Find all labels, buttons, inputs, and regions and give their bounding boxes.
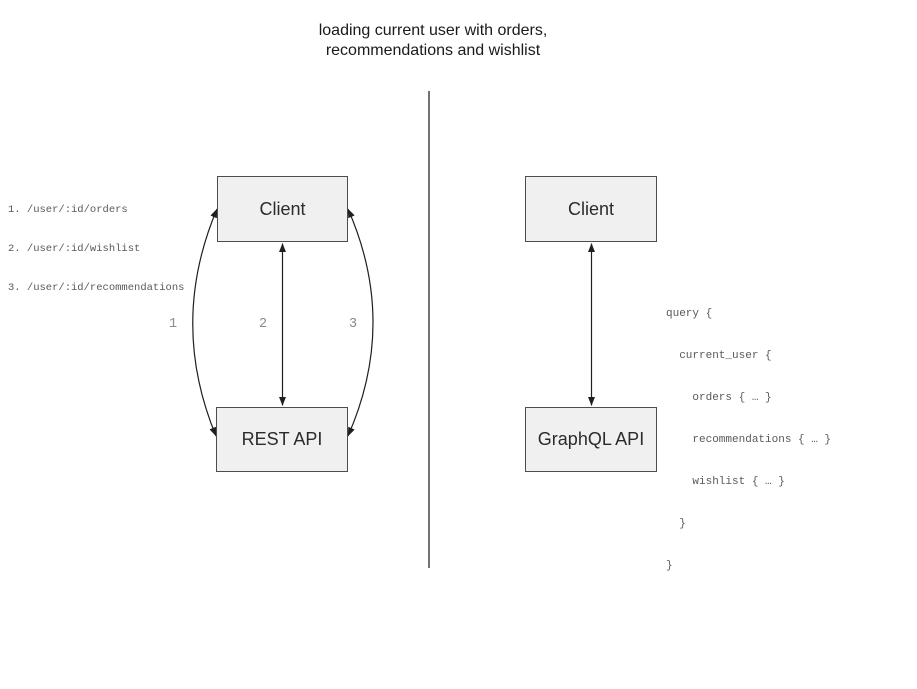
graphql-api-node: GraphQL API xyxy=(525,407,657,472)
rest-endpoint-wishlist: 2. /user/:id/wishlist xyxy=(8,243,141,255)
rest-endpoint-recommendations: 3. /user/:id/recommendations xyxy=(8,282,185,294)
diagram-title: loading current user with orders, recomm… xyxy=(133,21,733,61)
rest-api-node: REST API xyxy=(216,407,348,472)
rest-endpoint-orders: 1. /user/:id/orders xyxy=(8,204,128,216)
rest-client-node: Client xyxy=(217,176,348,242)
query-line: query { xyxy=(666,308,713,320)
query-line: recommendations { … } xyxy=(666,434,832,446)
title-line-2: recommendations and wishlist xyxy=(325,42,541,59)
query-line: } xyxy=(666,518,686,530)
rest-arrow-label-3: 3 xyxy=(348,317,358,332)
query-line: } xyxy=(666,560,673,572)
graphql-api-label: GraphQL API xyxy=(537,429,645,449)
rest-client-label: Client xyxy=(259,198,306,219)
rest-arrow-3-curve-icon xyxy=(347,208,374,437)
title-line-1: loading current user with orders, xyxy=(318,22,548,39)
graphql-query-block: query { current_user { orders { … } reco… xyxy=(666,279,831,601)
query-line: wishlist { … } xyxy=(666,476,785,488)
rest-arrow-1-curve-icon xyxy=(192,208,218,437)
rest-api-label: REST API xyxy=(241,429,323,449)
rest-arrow-label-2: 2 xyxy=(258,317,268,332)
query-line: current_user { xyxy=(666,350,772,362)
query-line: orders { … } xyxy=(666,392,772,404)
graphql-client-label: Client xyxy=(567,198,615,219)
rest-arrow-label-1: 1 xyxy=(168,317,178,332)
graphql-client-node: Client xyxy=(525,176,657,242)
rest-endpoint-list: 1. /user/:id/orders 2. /user/:id/wishlis… xyxy=(8,178,184,321)
